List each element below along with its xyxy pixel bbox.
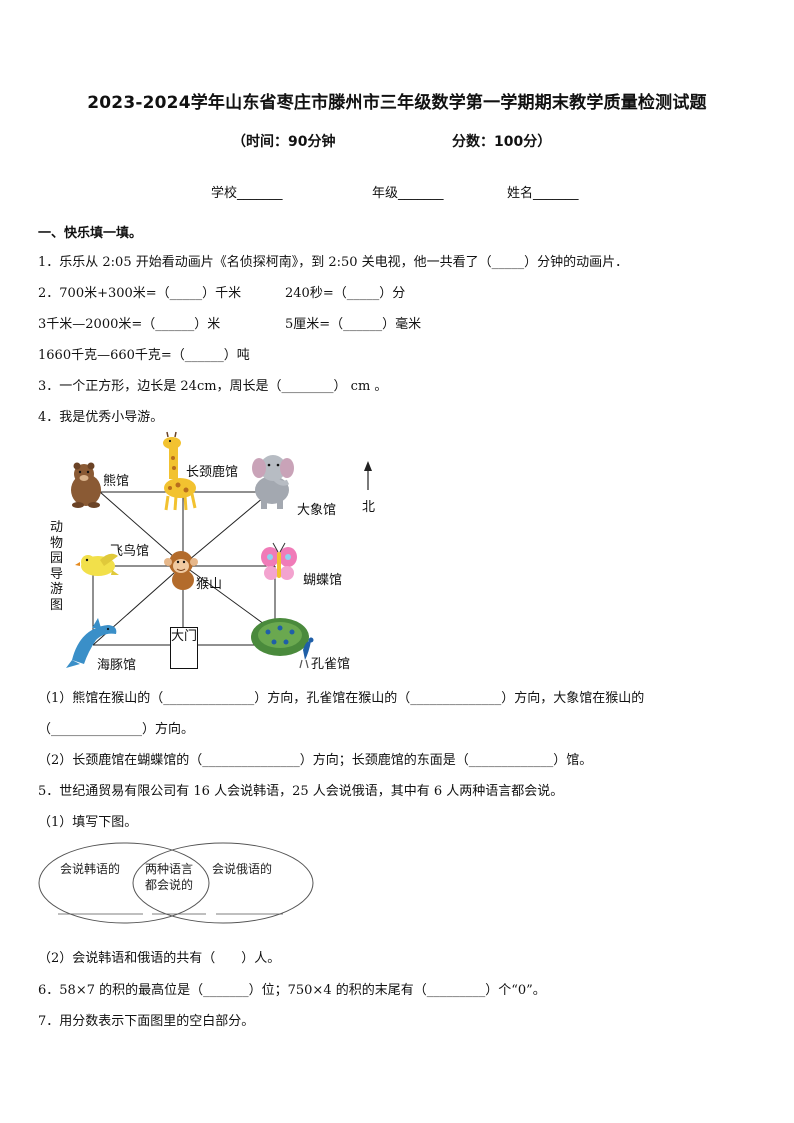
map-side-title: 动物园导游图 xyxy=(50,520,64,613)
map-label-peacock: 孔雀馆 xyxy=(311,657,351,672)
venn-label-both-1: 两种语言 xyxy=(145,862,194,876)
question-3: 3．一个正方形，边长是 24cm，周长是（________） cm 。 xyxy=(38,379,388,394)
north-arrow xyxy=(364,461,372,490)
venn-diagram xyxy=(38,842,314,924)
giraffe-icon xyxy=(163,431,197,511)
map-label-dolphin: 海豚馆 xyxy=(97,658,137,673)
question-5-2: （2）会说韩语和俄语的共有（ ）人。 xyxy=(38,951,281,966)
venn-label-russian: 会说俄语的 xyxy=(212,862,273,876)
venn-label-korean: 会说韩语的 xyxy=(60,862,121,876)
exam-time: （时间：90分钟 xyxy=(232,134,336,150)
dolphin-icon xyxy=(66,618,117,668)
map-label-bear: 熊馆 xyxy=(103,474,130,489)
map-label-north: 北 xyxy=(362,500,376,515)
question-6: 6．58×7 的积的最高位是（_______）位；750×4 的积的末尾有（__… xyxy=(38,983,546,998)
map-gate: 大门 xyxy=(170,627,198,669)
monkey-icon xyxy=(164,551,198,590)
question-2b: 240秒=（_____）分 xyxy=(285,286,406,301)
question-2d: 5厘米=（______）毫米 xyxy=(285,317,422,332)
grade-field[interactable]: 年级_______ xyxy=(372,186,444,201)
question-2a: 2．700米+300米=（_____）千米 xyxy=(38,286,242,301)
question-4-2: （2）长颈鹿馆在蝴蝶馆的（_______________）方向；长颈鹿馆的东面是… xyxy=(38,753,593,768)
map-label-monkey: 猴山 xyxy=(196,577,223,592)
question-4: 4．我是优秀小导游。 xyxy=(38,410,164,425)
elephant-icon xyxy=(252,455,294,509)
school-field[interactable]: 学校_______ xyxy=(211,186,283,201)
question-4-1a: （1）熊馆在猴山的（______________）方向，孔雀馆在猴山的（____… xyxy=(38,691,645,706)
question-4-1b: （______________）方向。 xyxy=(38,722,195,737)
page-title: 2023-2024学年山东省枣庄市滕州市三年级数学第一学期期末教学质量检测试题 xyxy=(87,93,707,113)
peacock-icon xyxy=(251,618,314,669)
name-field[interactable]: 姓名_______ xyxy=(507,186,579,201)
question-2c: 3千米—2000米=（______）米 xyxy=(38,317,221,332)
question-5-1: （1）填写下图。 xyxy=(38,815,138,830)
question-7: 7．用分数表示下面图里的空白部分。 xyxy=(38,1014,255,1029)
bear-icon xyxy=(71,462,101,508)
map-label-butterfly: 蝴蝶馆 xyxy=(303,573,343,588)
map-label-giraffe: 长颈鹿馆 xyxy=(186,465,239,480)
map-label-elephant: 大象馆 xyxy=(297,503,337,518)
map-label-bird: 飞鸟馆 xyxy=(110,544,150,559)
bird-icon xyxy=(75,553,119,576)
question-2e: 1660千克—660千克=（______）吨 xyxy=(38,348,250,363)
exam-score: 分数：100分） xyxy=(452,134,552,150)
question-5: 5．世纪通贸易有限公司有 16 人会说韩语，25 人会说俄语，其中有 6 人两种… xyxy=(38,784,564,799)
butterfly-icon xyxy=(261,542,297,580)
venn-label-both-2: 都会说的 xyxy=(145,878,194,892)
question-1: 1．乐乐从 2:05 开始看动画片《名侦探柯南》，到 2:50 关电视，他一共看… xyxy=(38,255,629,270)
section-heading: 一、快乐填一填。 xyxy=(38,226,143,241)
